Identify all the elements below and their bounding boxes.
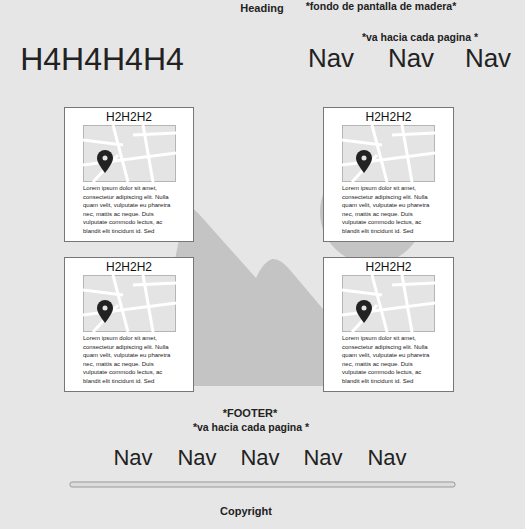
copyright-label: Copyright (220, 505, 272, 517)
nav-link: Nav (303, 446, 342, 470)
card-body-text: Lorem ipsum dolor sit amet, consectetur … (83, 184, 177, 238)
card-body-text: Lorem ipsum dolor sit amet, consectetur … (342, 184, 436, 238)
content-card: H2H2H2Lorem ipsum dolor sit amet, consec… (64, 257, 194, 392)
nav-link: Nav (367, 446, 406, 470)
map-pin (356, 150, 372, 173)
map-image (342, 275, 435, 332)
content-card: H2H2H2Lorem ipsum dolor sit amet, consec… (323, 107, 454, 242)
card-heading: H2H2H2 (65, 110, 193, 124)
map-pin (97, 300, 113, 323)
nav-link: Nav (308, 44, 354, 73)
card-body-text: Lorem ipsum dolor sit amet, consectetur … (83, 334, 177, 388)
nav-link: Nav (113, 446, 152, 470)
note-label: *fondo de pantalla de madera* (306, 1, 457, 13)
card-heading: H2H2H2 (324, 110, 453, 124)
page-title: H4H4H4H4 (20, 42, 184, 77)
note-label: *va hacia cada pagina * (362, 32, 478, 44)
nav-link: Nav (240, 446, 279, 470)
footer-label: *FOOTER* (223, 407, 277, 419)
content-card: H2H2H2Lorem ipsum dolor sit amet, consec… (323, 257, 454, 392)
heading-label: Heading (240, 2, 283, 14)
map-pin (97, 150, 113, 173)
map-pin (356, 300, 372, 323)
nav-link: Nav (177, 446, 216, 470)
map-image (83, 125, 176, 182)
note-label: *va hacia cada pagina * (193, 422, 309, 434)
nav-link: Nav (465, 44, 511, 73)
map-image (83, 275, 176, 332)
card-heading: H2H2H2 (324, 260, 453, 274)
card-heading: H2H2H2 (65, 260, 193, 274)
nav-link: Nav (388, 44, 434, 73)
map-image (342, 125, 435, 182)
card-body-text: Lorem ipsum dolor sit amet, consectetur … (342, 334, 436, 388)
content-card: H2H2H2Lorem ipsum dolor sit amet, consec… (64, 107, 194, 242)
footer-divider (70, 482, 455, 487)
